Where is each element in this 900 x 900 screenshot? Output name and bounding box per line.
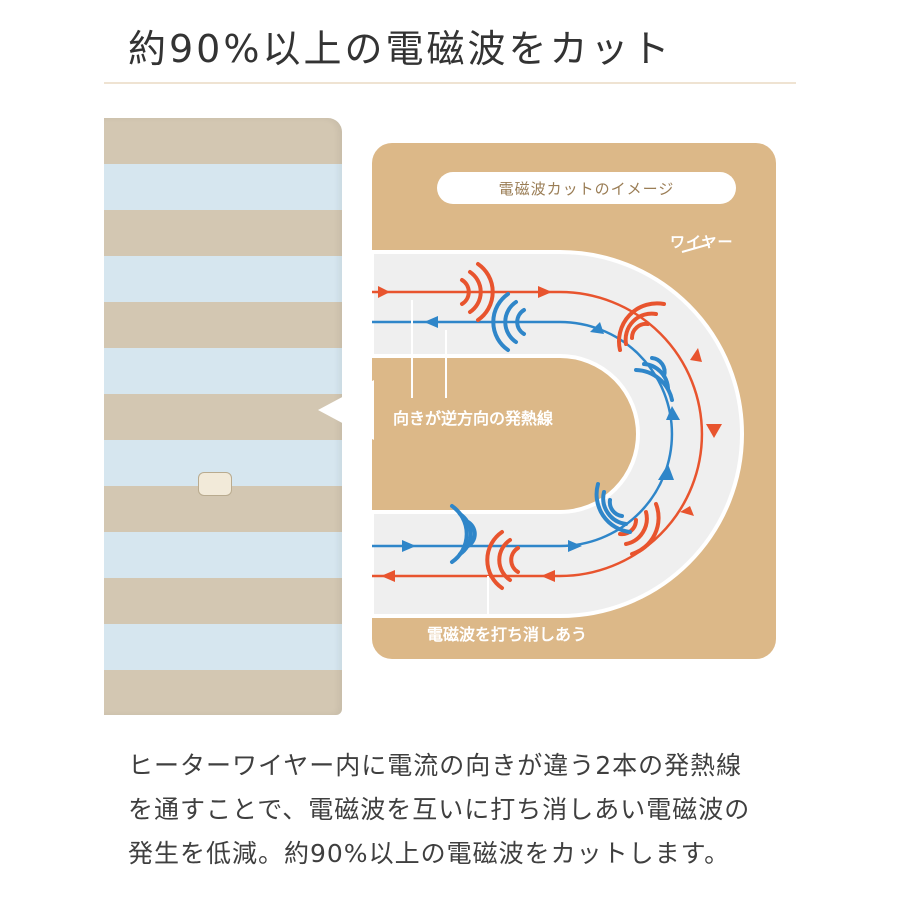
reverse-wire-label: 向きが逆方向の発熱線: [393, 409, 554, 428]
blue-arrow: [568, 540, 582, 552]
wire-label: ワイヤー: [670, 233, 734, 251]
red-wave-icon: [485, 530, 520, 590]
blue-wave-icon: [634, 356, 674, 402]
page-title: 約90%以上の電磁波をカット: [128, 27, 673, 71]
red-arrows: [378, 286, 722, 582]
blue-arrow: [666, 406, 680, 420]
diagram-badge: 電磁波カットのイメージ: [437, 172, 736, 204]
leader-lines: [411, 243, 711, 616]
blue-wire: [372, 320, 674, 548]
blue-arrows: [402, 316, 680, 552]
controller-icon: [198, 472, 232, 496]
red-wave-icon: [617, 301, 666, 352]
cancel-label: 電磁波を打ち消しあう: [427, 625, 588, 644]
blanket-image: [104, 118, 342, 715]
red-arrow: [706, 424, 722, 438]
blue-arrow: [424, 316, 438, 328]
red-arrow: [378, 286, 390, 298]
red-arrow: [680, 506, 694, 516]
title-divider: [104, 82, 796, 84]
description-line: を通すことで、電磁波を互いに打ち消しあい電磁波の: [128, 795, 751, 824]
red-wave-icon: [460, 262, 495, 322]
blue-arrow: [402, 540, 416, 552]
wire-track: [370, 250, 744, 618]
red-arrow: [538, 286, 552, 298]
description-line: ヒーターワイヤー内に電流の向きが違う2本の発熱線: [128, 751, 743, 780]
blue-wave-icon: [594, 482, 632, 534]
blue-arrow: [658, 464, 674, 480]
red-arrow: [541, 570, 555, 582]
description: ヒーターワイヤー内に電流の向きが違う2本の発熱線 を通すことで、電磁波を互いに打…: [128, 744, 818, 876]
blue-arrow: [590, 322, 604, 334]
blue-wave-icon: [491, 292, 526, 352]
blue-wave-icon: [450, 504, 477, 564]
red-arrow: [381, 570, 395, 582]
red-wire: [372, 290, 704, 578]
description-line: 発生を低減。約90%以上の電磁波をカットします。: [128, 839, 731, 868]
red-arrow: [690, 348, 702, 362]
diagram-pointer: [318, 380, 374, 440]
